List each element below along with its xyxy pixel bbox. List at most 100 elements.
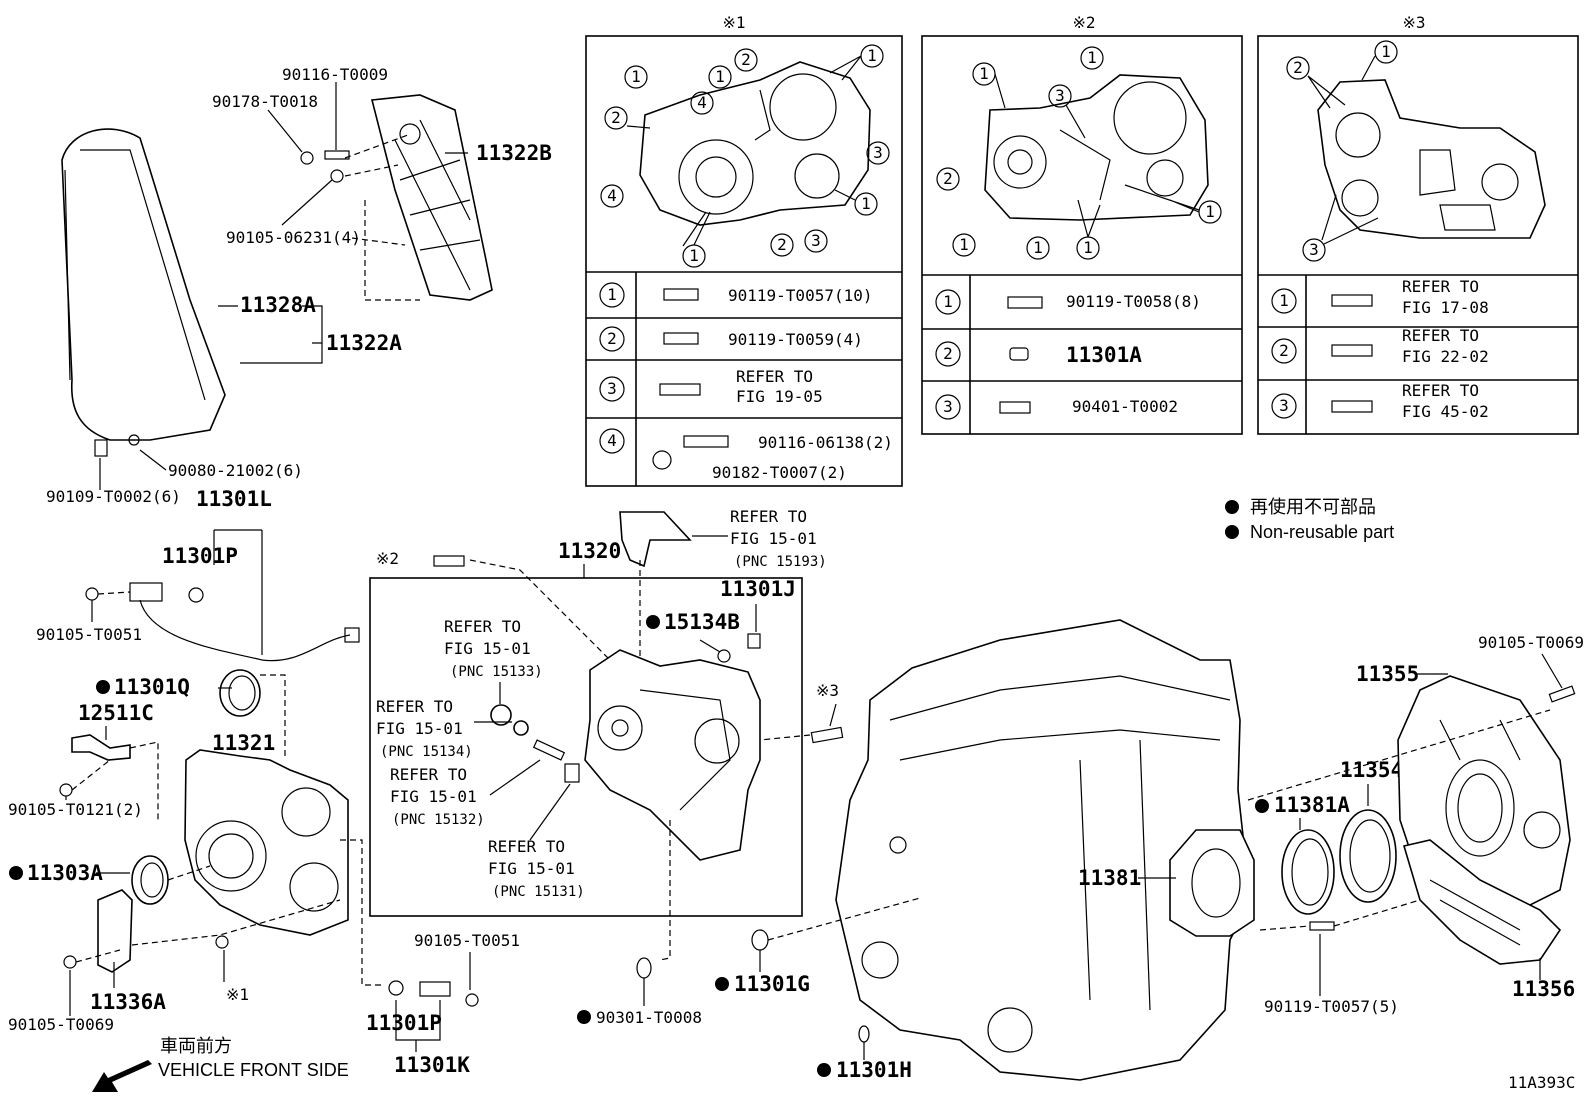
svg-text:2: 2	[607, 329, 617, 348]
label-11301H: 11301H	[836, 1058, 912, 1082]
label-11301L: 11301L	[196, 487, 272, 511]
label-11381: 11381	[1078, 866, 1141, 890]
svg-text:(PNC 15133): (PNC 15133)	[450, 664, 543, 680]
legend-jp: 再使用不可部品	[1250, 497, 1376, 517]
o-ring-90301-icon	[636, 957, 652, 979]
non-reusable-bullet-icon	[1225, 500, 1239, 514]
label-11301P-bottom: 11301P	[366, 1011, 442, 1035]
svg-text:1: 1	[1083, 238, 1093, 257]
svg-text:FIG 19-05: FIG 19-05	[736, 387, 823, 406]
crank-sensor-harness-drawing	[85, 582, 360, 662]
label-90105-T0121: 90105-T0121(2)	[8, 800, 143, 819]
non-reusable-bullet-icon	[577, 1010, 591, 1024]
non-reusable-bullet-icon	[9, 866, 23, 880]
o-ring-11301G-icon	[751, 929, 769, 951]
timing-case-drawing-sub2	[984, 74, 1209, 221]
svg-text:1: 1	[715, 67, 725, 86]
svg-text:1: 1	[631, 67, 641, 86]
ref-15134-line1: REFER TO	[376, 697, 453, 716]
o-ring-11301P-icon	[388, 980, 404, 996]
svg-text:1: 1	[979, 64, 989, 83]
rear-oil-seal-retainer-11381-drawing	[1169, 829, 1255, 937]
label-11354: 11354	[1340, 758, 1403, 782]
gasket-15134B-icon	[717, 649, 731, 663]
label-11301K: 11301K	[394, 1053, 470, 1077]
sub2-frame	[921, 35, 1243, 435]
timing-gear-case-11321-drawing	[184, 749, 349, 936]
svg-text:FIG 15-01: FIG 15-01	[488, 859, 575, 878]
vehicle-front-arrow-icon	[92, 1060, 152, 1092]
svg-text:1: 1	[1033, 238, 1043, 257]
timing-case-drawing-sub3	[1317, 79, 1546, 239]
engine-block-drawing	[835, 619, 1251, 1081]
sub3-mark-center: ※3	[816, 681, 839, 700]
center-frame	[369, 577, 803, 917]
label-11322B: 11322B	[476, 141, 552, 165]
svg-text:3: 3	[873, 143, 883, 162]
svg-text:3: 3	[1055, 86, 1065, 105]
legend-en: Non-reusable part	[1250, 522, 1394, 542]
svg-text:4: 4	[607, 431, 617, 450]
bolt-90119-T0057-icon	[1309, 921, 1335, 931]
svg-text:3: 3	[1309, 240, 1319, 259]
gasket-15193-drawing	[619, 511, 692, 568]
svg-text:FIG 15-01: FIG 15-01	[390, 787, 477, 806]
svg-text:1: 1	[959, 235, 969, 254]
sub3-frame	[1257, 35, 1579, 435]
svg-text:3: 3	[811, 231, 821, 250]
label-90105-T0069-right: 90105-T0069	[1478, 633, 1584, 652]
ref-15132-line1: REFER TO	[390, 765, 467, 784]
label-90109-T0002: 90109-T0002(6)	[46, 487, 181, 506]
svg-text:(PNC 15131): (PNC 15131)	[492, 884, 585, 900]
label-90301-T0008: 90301-T0008	[596, 1008, 702, 1027]
svg-text:3: 3	[943, 397, 953, 416]
table2-row1-part: 90119-T0058(8)	[1066, 292, 1201, 311]
label-15134B: 15134B	[664, 610, 740, 634]
svg-text:(PNC 15193): (PNC 15193)	[734, 554, 827, 570]
non-reusable-bullet-icon	[1255, 799, 1269, 813]
label-90119-T0057-5: 90119-T0057(5)	[1264, 997, 1399, 1016]
ref-15131-line1: REFER TO	[488, 837, 565, 856]
table3-row2-ref: REFER TO	[1402, 326, 1479, 345]
oil-seal-11303A-drawing	[131, 855, 211, 905]
bracket-12511C-drawing	[59, 734, 159, 820]
label-90105-T0051-bottom: 90105-T0051	[414, 931, 520, 950]
label-11356: 11356	[1512, 977, 1575, 1001]
table1-row4-part-a: 90116-06138(2)	[758, 433, 893, 452]
sub1-table: 1 90119-T0057(10) 2 90119-T0059(4) 3 REF…	[599, 282, 893, 482]
svg-text:FIG 15-01: FIG 15-01	[730, 529, 817, 548]
svg-text:3: 3	[607, 379, 617, 398]
non-reusable-bullet-icon	[1225, 525, 1239, 539]
table2-row3-part: 90401-T0002	[1072, 397, 1178, 416]
timing-case-11320-drawing	[584, 649, 761, 861]
label-11328A: 11328A	[240, 293, 316, 317]
svg-text:2: 2	[741, 50, 751, 69]
svg-text:(PNC 15134): (PNC 15134)	[380, 744, 473, 760]
svg-text:FIG 45-02: FIG 45-02	[1402, 402, 1489, 421]
label-90178-T0018: 90178-T0018	[212, 92, 318, 111]
bracket-11336A-drawing	[63, 889, 341, 973]
svg-text:2: 2	[1293, 58, 1303, 77]
label-11301G: 11301G	[734, 972, 810, 996]
svg-text:1: 1	[1087, 48, 1097, 67]
ref-15193-line1: REFER TO	[730, 507, 807, 526]
table1-row4-part-b: 90182-T0007(2)	[712, 463, 847, 482]
label-90080-21002: 90080-21002(6)	[168, 461, 303, 480]
label-11303A: 11303A	[27, 861, 103, 885]
label-90105-T0069-left: 90105-T0069	[8, 1015, 114, 1034]
end-plate-11356-drawing	[1402, 839, 1562, 965]
svg-text:FIG 15-01: FIG 15-01	[376, 719, 463, 738]
label-12511C: 12511C	[78, 701, 154, 725]
direction-jp: 車両前方	[160, 1036, 232, 1056]
sub1-frame	[585, 35, 903, 487]
plate-11354-drawing	[1339, 809, 1397, 903]
label-11301Q: 11301Q	[114, 675, 190, 699]
svg-text:3: 3	[1279, 396, 1289, 415]
svg-text:4: 4	[607, 186, 617, 205]
svg-text:FIG 17-08: FIG 17-08	[1402, 298, 1489, 317]
label-11381A: 11381A	[1274, 793, 1350, 817]
table1-row3-ref: REFER TO	[736, 367, 813, 386]
sub1-mark-bottom: ※1	[226, 985, 249, 1004]
svg-text:1: 1	[1381, 42, 1391, 61]
sub2-mark: ※2	[1072, 13, 1095, 32]
